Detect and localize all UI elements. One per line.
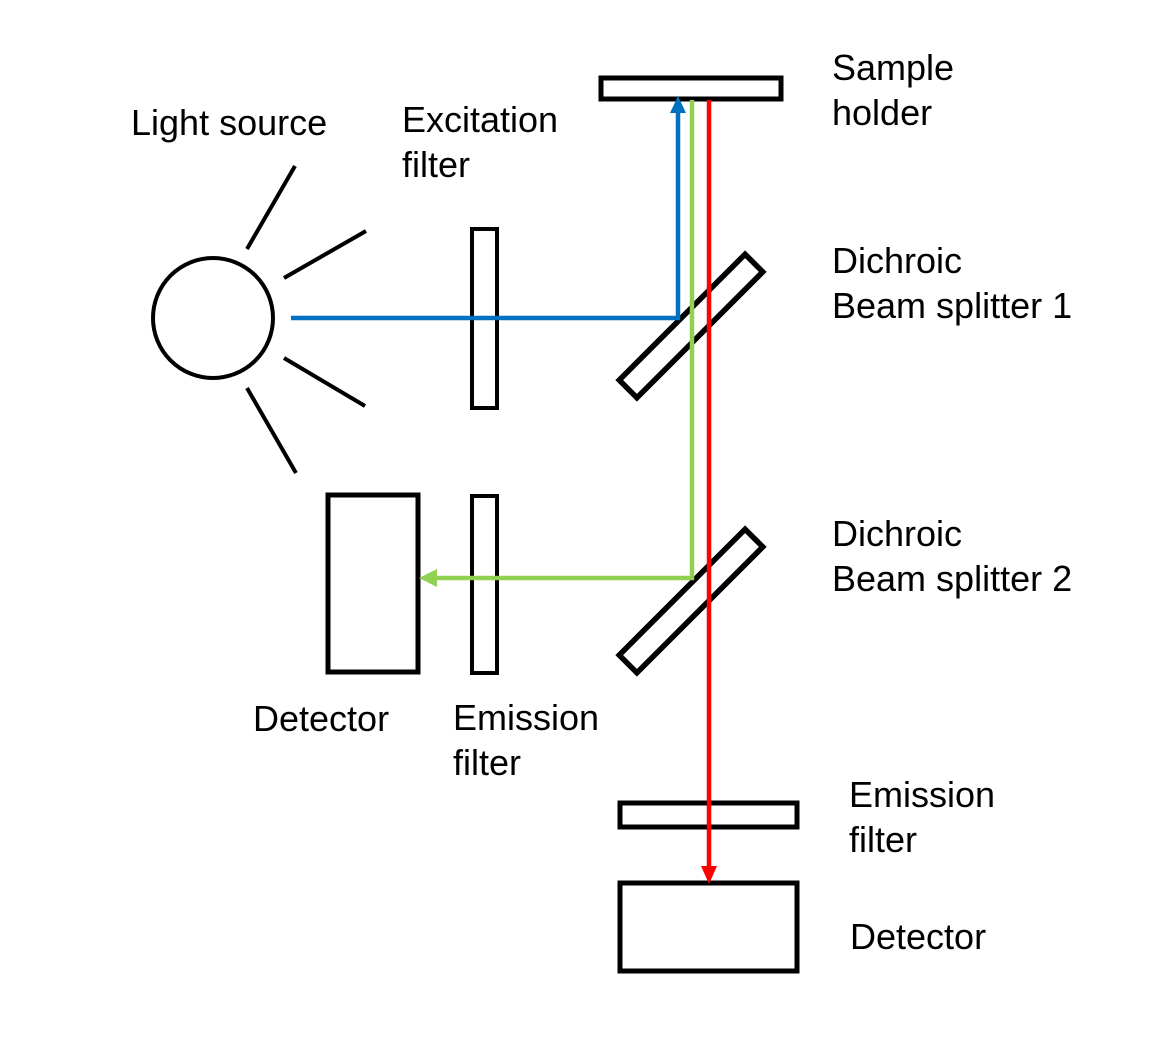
dichroic-beam-splitter-1-label: Dichroic Beam splitter 1 (832, 238, 1072, 328)
dichroic-beam-splitter-2-shape (615, 525, 767, 677)
red-arrowhead-icon (701, 866, 717, 884)
emission-filter-left-label: Emission filter (453, 695, 599, 785)
dichroic-2-label-line2: Beam splitter 2 (832, 558, 1073, 599)
light-source-label: Light source (131, 102, 328, 143)
emission-filter-left-label-line1: Emission (453, 697, 600, 738)
light-ray-icon (282, 356, 367, 408)
light-ray-icon (283, 229, 367, 280)
emission-filter-bottom-label: Emission filter (849, 772, 995, 862)
green-arrowhead-icon (419, 569, 437, 587)
sample-holder-shape (598, 75, 784, 102)
sample-holder-label-line2: holder (832, 92, 933, 133)
dichroic-1-label-line2: Beam splitter 1 (832, 285, 1073, 326)
dichroic-beam-splitter-2-label: Dichroic Beam splitter 2 (832, 511, 1072, 601)
light-ray-icon (245, 387, 298, 474)
detector-bottom-shape (617, 880, 800, 974)
emission-filter-left-shape (470, 494, 499, 675)
sample-holder-label: Sample holder (832, 45, 954, 135)
emission-filter-bottom-label-line1: Emission (849, 774, 996, 815)
sample-holder-label-line1: Sample (832, 47, 955, 88)
detector-bottom-label: Detector (850, 916, 987, 957)
excitation-filter-label-line2: filter (402, 144, 471, 185)
excitation-beam-blue (291, 112, 681, 321)
dichroic-1-label-line1: Dichroic (832, 240, 963, 281)
emission-filter-bottom-label-line2: filter (849, 819, 918, 860)
dichroic-2-label-line1: Dichroic (832, 513, 963, 554)
detector-left-shape (325, 492, 421, 675)
excitation-filter-label-line1: Excitation (402, 99, 559, 140)
excitation-filter-label: Excitation filter (402, 97, 558, 187)
light-source-icon (151, 256, 275, 380)
detector-left-label: Detector (253, 698, 390, 739)
blue-arrowhead-icon (670, 96, 686, 113)
light-ray-icon (245, 164, 297, 251)
emission-beam-green (437, 100, 695, 581)
emission-filter-left-label-line2: filter (453, 742, 522, 783)
